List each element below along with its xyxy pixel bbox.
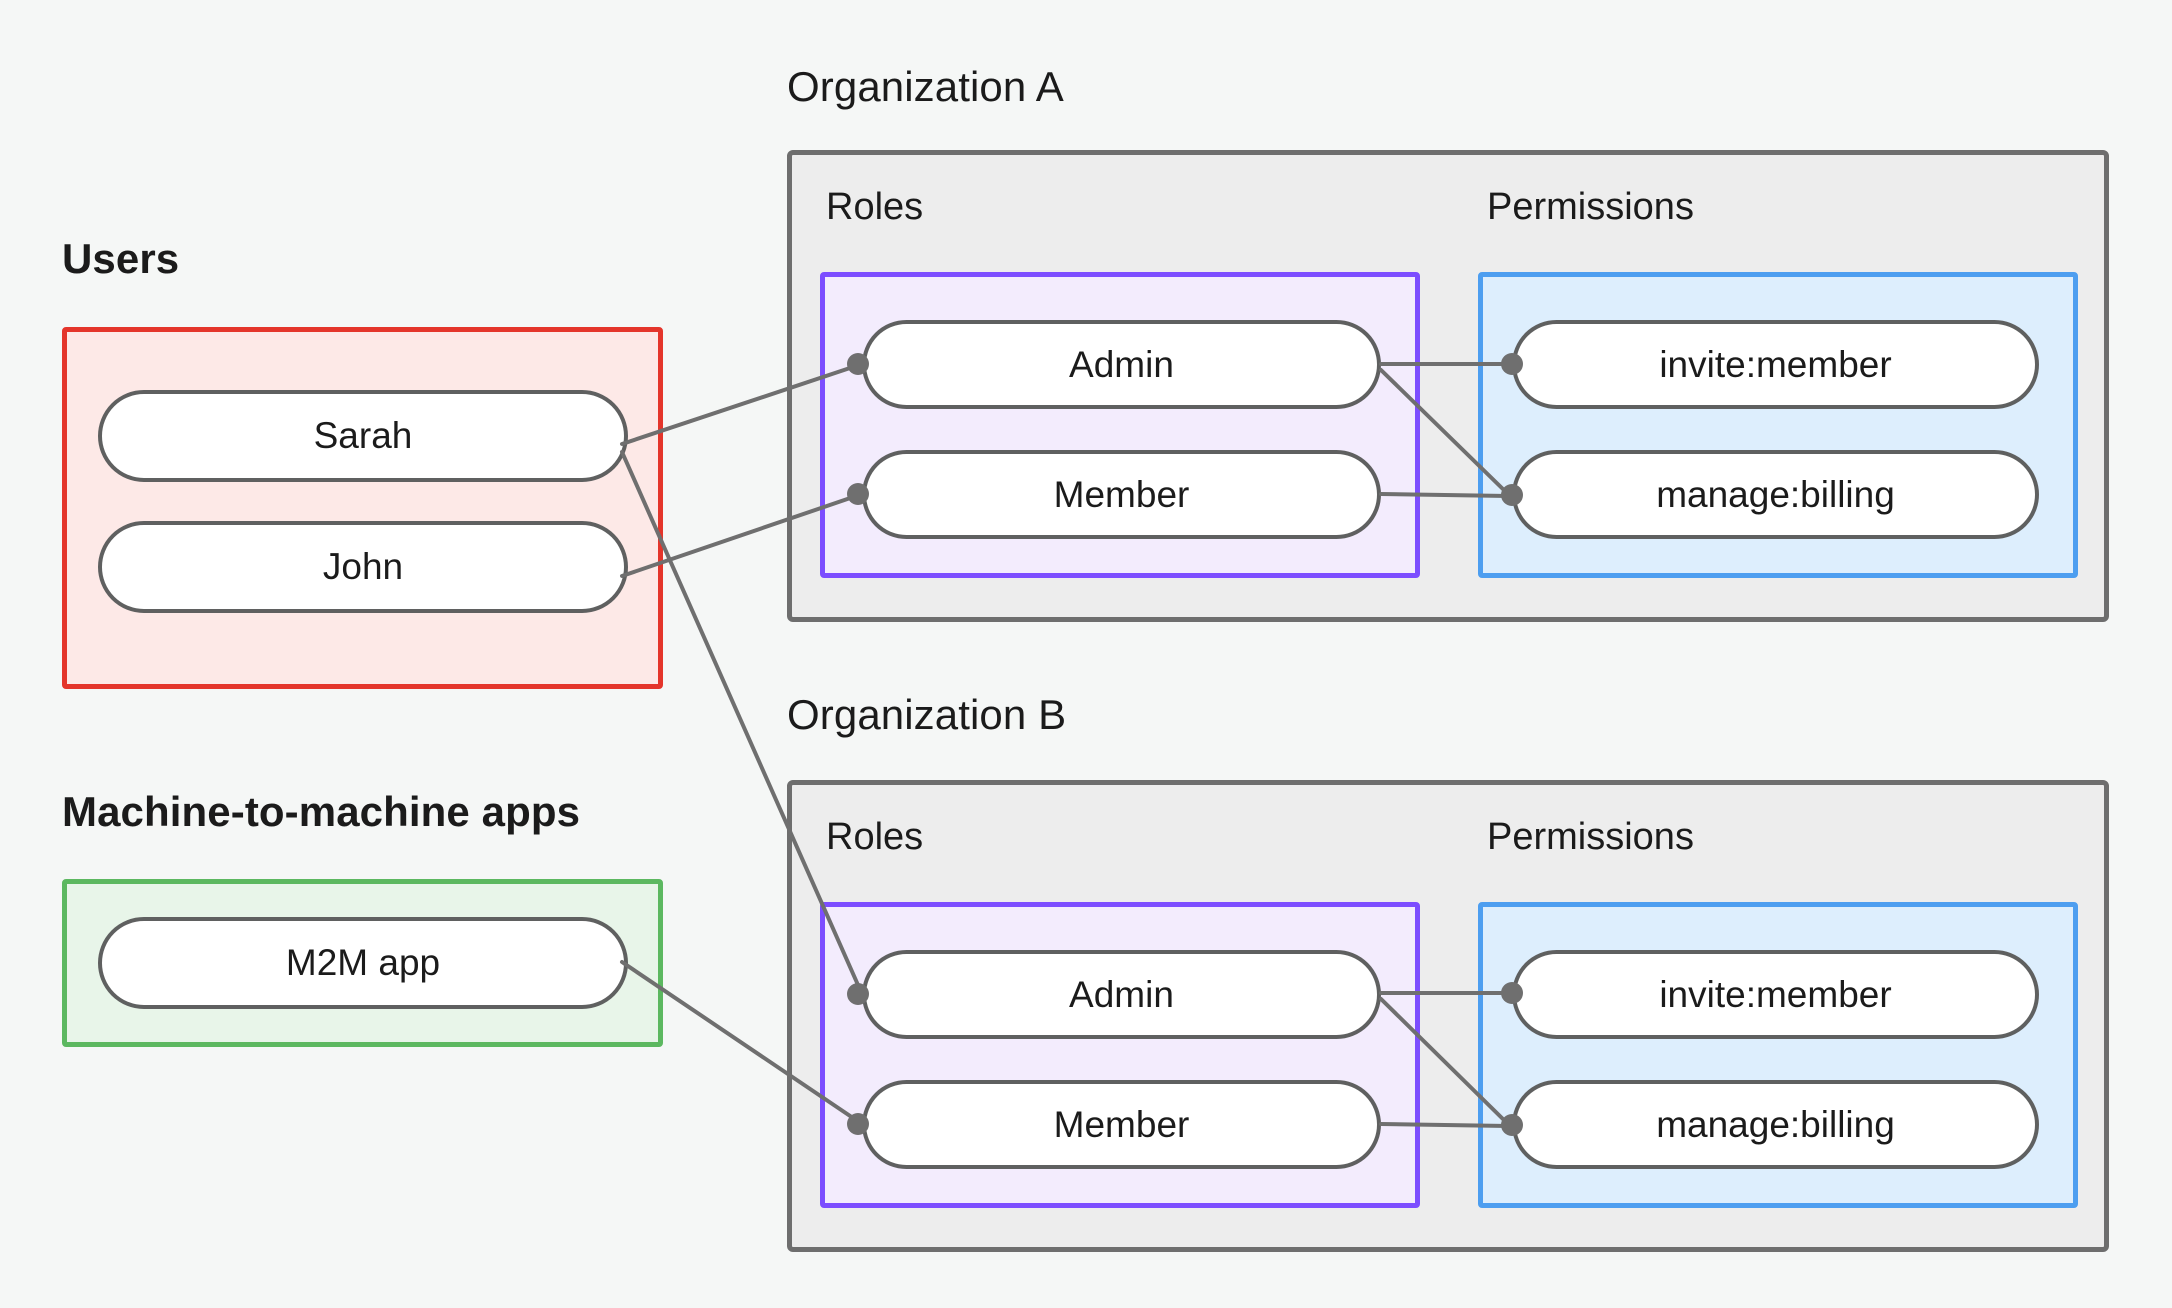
node-org-a-role-admin[interactable]: Admin [862,320,1381,409]
org-a-permissions-label: Permissions [1487,186,1694,228]
m2m-group-title: Machine-to-machine apps [62,788,581,835]
org-a-roles-label: Roles [826,186,924,228]
node-user-sarah[interactable]: Sarah [98,390,628,482]
users-group-title: Users [62,235,180,282]
node-org-b-role-admin[interactable]: Admin [862,950,1381,1039]
node-org-b-role-member[interactable]: Member [862,1080,1381,1169]
node-org-a-role-member[interactable]: Member [862,450,1381,539]
node-org-b-perm-manage-billing[interactable]: manage:billing [1512,1080,2039,1169]
node-org-b-perm-invite-member[interactable]: invite:member [1512,950,2039,1039]
users-container [62,327,663,689]
org-b-title: Organization B [787,691,1067,738]
org-a-title: Organization A [787,63,1064,110]
org-b-permissions-label: Permissions [1487,816,1694,858]
node-org-a-perm-invite-member[interactable]: invite:member [1512,320,2039,409]
node-user-john[interactable]: John [98,521,628,613]
node-org-a-perm-manage-billing[interactable]: manage:billing [1512,450,2039,539]
org-b-roles-label: Roles [826,816,924,858]
node-m2m-app[interactable]: M2M app [98,917,628,1009]
